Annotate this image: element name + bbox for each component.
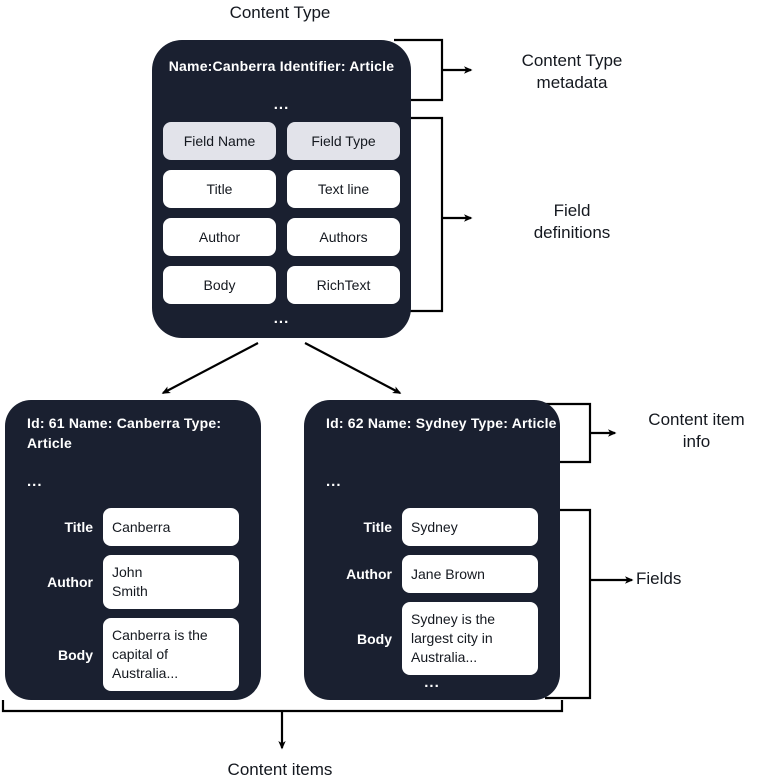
field-row: Author John Smith xyxy=(25,555,241,609)
annotation-fields: Fields xyxy=(636,569,682,588)
page-title-content-type: Content Type xyxy=(229,3,331,22)
field-name-cell: Body xyxy=(163,266,276,304)
content-type-card: Name:Canberra Identifier: Article ... Fi… xyxy=(152,40,411,338)
arrow-to-item-62 xyxy=(304,342,402,394)
content-item-fields-62: Title Sydney Author Jane Brown Body Sydn… xyxy=(324,508,540,684)
field-value[interactable]: Sydney is the largest city in Australia.… xyxy=(402,602,538,675)
field-value[interactable]: Canberra is the capital of Australia... xyxy=(103,618,239,691)
field-value[interactable]: John Smith xyxy=(103,555,239,609)
field-name-header: Field Name xyxy=(163,122,276,160)
field-row: Title Sydney xyxy=(324,508,540,546)
content-item-fields-ellipsis: ... xyxy=(125,674,141,691)
field-label: Title xyxy=(363,519,392,535)
field-label: Body xyxy=(357,630,392,647)
annotation-content-item-info: Content item info xyxy=(648,410,745,451)
content-type-metadata: Name:Canberra Identifier: Article xyxy=(168,58,395,74)
annotation-content-type-metadata: Content Type metadata xyxy=(521,51,623,92)
field-row: Author Jane Brown xyxy=(324,555,540,593)
field-definition-row: Body RichText xyxy=(163,266,400,304)
field-type-cell: Authors xyxy=(287,218,400,256)
content-type-metadata-ellipsis: ... xyxy=(273,96,290,113)
field-type-cell: Text line xyxy=(287,170,400,208)
page-title-content-items: Content items xyxy=(227,760,333,779)
field-name-cell: Author xyxy=(163,218,276,256)
content-item-card-61: Id: 61 Name: Canberra Type: Article ... … xyxy=(5,400,261,700)
field-type-header: Field Type xyxy=(287,122,400,160)
bracket-content-items xyxy=(1,700,564,713)
content-item-info-62: Id: 62 Name: Sydney Type: Article xyxy=(326,415,557,431)
field-value[interactable]: Sydney xyxy=(402,508,538,546)
field-value[interactable]: Canberra xyxy=(103,508,239,546)
content-item-info-ellipsis: ... xyxy=(326,473,342,490)
field-label: Author xyxy=(47,574,93,590)
field-row: Body Canberra is the capital of Australi… xyxy=(25,618,241,691)
annotation-field-definitions: Field definitions xyxy=(533,201,611,242)
field-type-cell: RichText xyxy=(287,266,400,304)
field-label: Author xyxy=(346,566,392,582)
field-label: Title xyxy=(64,519,93,535)
field-definitions-header-row: Field Name Field Type xyxy=(163,122,400,160)
field-definitions-grid: Field Name Field Type Title Text line Au… xyxy=(163,122,400,314)
field-value[interactable]: Jane Brown xyxy=(402,555,538,593)
field-row: Body Sydney is the largest city in Austr… xyxy=(324,602,540,675)
content-item-card-62: Id: 62 Name: Sydney Type: Article ... Ti… xyxy=(304,400,560,700)
field-label: Body xyxy=(58,646,93,663)
field-definitions-ellipsis: ... xyxy=(273,310,290,327)
content-item-fields-61: Title Canberra Author John Smith Body Ca… xyxy=(25,508,241,700)
field-definition-row: Title Text line xyxy=(163,170,400,208)
arrow-to-item-61 xyxy=(161,342,259,394)
content-item-info-61: Id: 61 Name: Canberra Type: Article xyxy=(27,415,222,451)
content-item-fields-ellipsis: ... xyxy=(424,674,440,691)
field-name-cell: Title xyxy=(163,170,276,208)
field-row: Title Canberra xyxy=(25,508,241,546)
field-definition-row: Author Authors xyxy=(163,218,400,256)
content-item-info-ellipsis: ... xyxy=(27,473,43,490)
